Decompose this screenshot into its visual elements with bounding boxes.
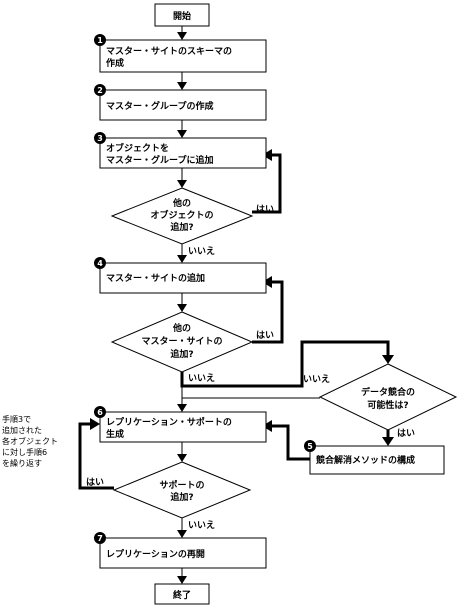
badge-3: 3 [94, 132, 106, 144]
arrowhead [262, 276, 272, 288]
arrowhead [177, 404, 187, 412]
svg-text:手順3で: 手順3で [2, 414, 31, 424]
svg-text:可能性は?: 可能性は? [367, 399, 408, 411]
arrowhead [90, 418, 100, 430]
arrowhead [177, 32, 187, 40]
svg-text:6: 6 [97, 408, 103, 417]
arrowhead [177, 530, 187, 538]
dec1-yes-label: はい [256, 204, 274, 215]
decision-more-master-sites: 他の マスター・サイトの 追加? [110, 311, 254, 373]
badge-6: 6 [94, 406, 106, 418]
svg-text:3: 3 [97, 134, 103, 143]
arrowhead [177, 576, 187, 584]
step1-label-line2: 作成 [106, 57, 124, 69]
step5-box: 競合解消メソッドの構成 [309, 445, 445, 475]
svg-text:追加?: 追加? [170, 221, 193, 233]
arrowhead [262, 420, 272, 432]
svg-text:4: 4 [97, 259, 103, 268]
end-node: 終了 [154, 583, 210, 605]
arrowhead [177, 255, 187, 263]
step3-box: オブジェクトを マスター・グループに追加 [99, 137, 267, 169]
badge-4: 4 [94, 257, 106, 269]
step7-label: レプリケーションの再開 [106, 548, 205, 560]
decision-more-objects: 他の オブジェクトの 追加? [110, 187, 254, 245]
dec4-no-label: いいえ [188, 520, 215, 531]
svg-text:追加?: 追加? [170, 491, 193, 503]
badge-5: 5 [304, 440, 316, 452]
dec3-no-label: いいえ [303, 374, 330, 385]
svg-text:1: 1 [97, 36, 103, 45]
svg-text:データ競合の: データ競合の [361, 386, 415, 398]
connector-dec4-yes-loop [78, 422, 114, 490]
svg-text:7: 7 [97, 534, 103, 543]
arrowhead [382, 355, 394, 364]
svg-text:他の: 他の [172, 197, 191, 209]
svg-text:に対し手順6: に対し手順6 [2, 447, 47, 457]
arrowhead [177, 130, 187, 138]
step2-label: マスター・グループの作成 [106, 100, 213, 112]
dec1-no-label: いいえ [188, 246, 215, 257]
dec2-yes-label: はい [256, 330, 274, 341]
start-label: 開始 [173, 10, 191, 22]
step5-label: 競合解消メソッドの構成 [316, 454, 415, 466]
step4-label: マスター・サイトの追加 [106, 272, 205, 284]
step6-label-line2: 生成 [106, 428, 124, 440]
svg-text:サポートの: サポートの [159, 479, 204, 491]
arrowhead [177, 180, 187, 188]
step6-label-line1: レプリケーション・サポートの [106, 416, 232, 428]
arrowhead [382, 437, 394, 446]
arrowhead [177, 82, 187, 90]
step1-box: マスター・サイトのスキーマの 作成 [99, 39, 267, 73]
end-label: 終了 [173, 589, 191, 601]
step1-label-line1: マスター・サイトのスキーマの [106, 45, 232, 57]
arrowhead [177, 454, 187, 462]
svg-text:マスター・サイトの: マスター・サイトの [141, 335, 222, 347]
svg-text:追加?: 追加? [170, 348, 193, 360]
badge-1: 1 [94, 34, 106, 46]
badge-2: 2 [94, 84, 106, 96]
start-node: 開始 [154, 3, 210, 27]
dec4-yes-label: はい [86, 477, 104, 488]
step4-box: マスター・サイトの追加 [99, 262, 267, 294]
svg-text:追加された: 追加された [2, 425, 42, 435]
svg-text:2: 2 [97, 86, 103, 95]
connector-step5-step6 [270, 424, 310, 461]
side-note: 手順3で 追加された 各オブジェクト に対し手順6 を繰り返す [2, 414, 58, 468]
svg-text:5: 5 [307, 442, 313, 451]
arrowhead [177, 304, 187, 312]
dec3-yes-label: はい [397, 428, 415, 439]
decision-more-support: サポートの 追加? [112, 461, 252, 519]
decision-data-conflict: データ競合の 可能性は? [318, 363, 458, 431]
step6-box: レプリケーション・サポートの 生成 [99, 411, 267, 443]
step3-label-line1: オブジェクトを [106, 142, 169, 154]
step3-label-line2: マスター・グループに追加 [106, 154, 213, 166]
svg-text:他の: 他の [172, 322, 191, 334]
svg-text:を繰り返す: を繰り返す [2, 458, 42, 468]
svg-text:オブジェクトの: オブジェクトの [150, 209, 213, 221]
arrowhead [262, 149, 272, 161]
connector-dec1-yes-loop [252, 153, 282, 214]
connector-dec2-yes-loop [252, 280, 284, 344]
dec2-no-label: いいえ [188, 373, 215, 384]
svg-text:各オブジェクト: 各オブジェクト [2, 436, 58, 446]
step2-box: マスター・グループの作成 [99, 89, 267, 121]
badge-7: 7 [94, 532, 106, 544]
step7-box: レプリケーションの再開 [99, 537, 267, 569]
